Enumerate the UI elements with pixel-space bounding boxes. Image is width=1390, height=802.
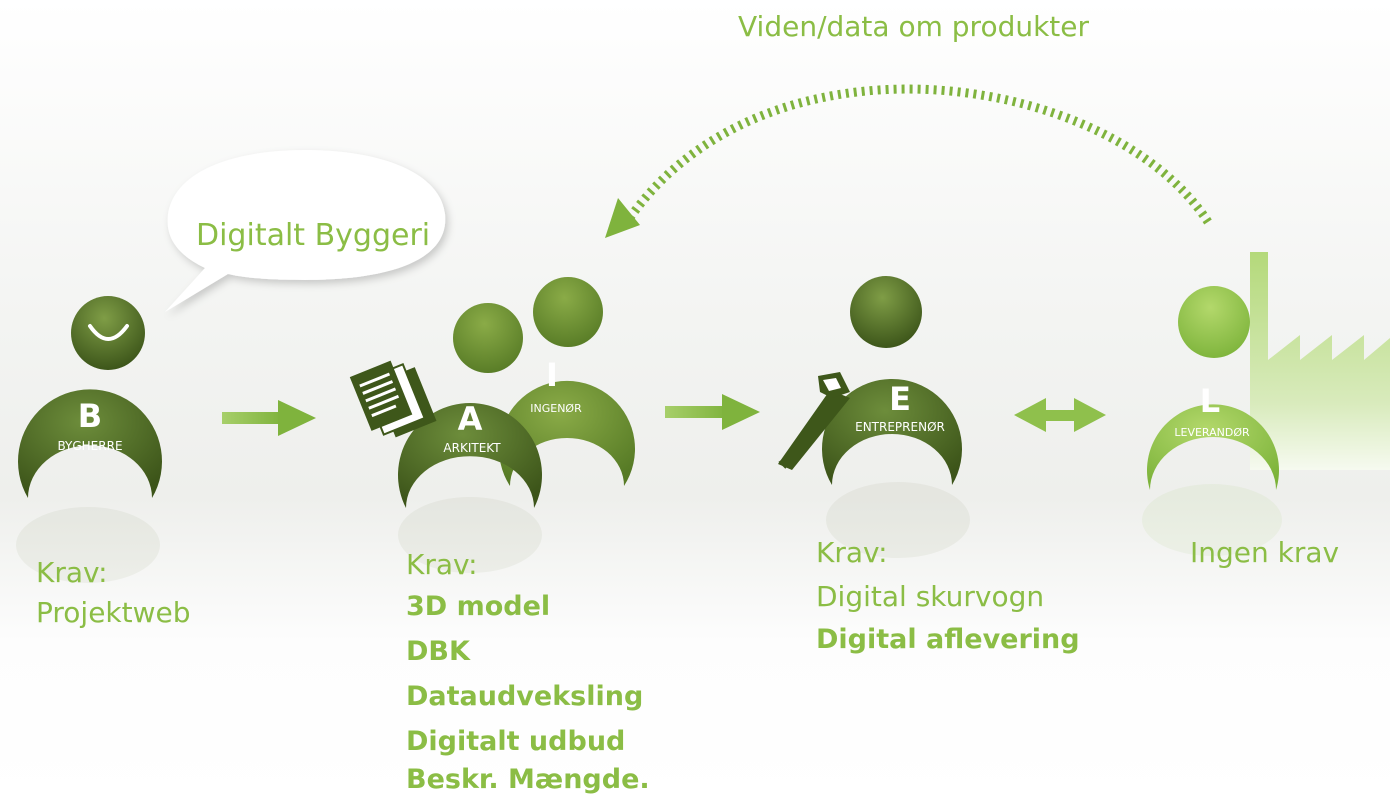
actor-entreprenor: [822, 276, 962, 485]
leverandor-krav-heading: Ingen krav: [1190, 536, 1340, 569]
arrow-arkitekt-to-entreprenor: [665, 394, 760, 430]
knowledge-flow-arrow: [605, 84, 1212, 238]
entreprenor-letter: E: [889, 380, 911, 418]
ingenor-body: [499, 380, 635, 486]
arrow-bygherre-to-arkitekt: [222, 400, 316, 436]
arkitekt-krav-item: Digitalt udbud: [406, 726, 626, 757]
entreprenor-body: [822, 378, 962, 485]
saw-icon: [778, 372, 850, 470]
arkitekt-head: [453, 303, 523, 373]
actor-bygherre: [17, 296, 162, 498]
leverandor-letter: L: [1200, 382, 1220, 420]
leverandor-head: [1178, 286, 1250, 358]
arkitekt-krav-item: Dataudveksling: [406, 681, 644, 712]
smile-icon: [88, 324, 129, 341]
entreprenor-krav-item: Digital aflevering: [816, 624, 1080, 655]
arkitekt-krav-item: DBK: [406, 636, 470, 667]
arrow-entreprenor-leverandor-bidirectional: [1014, 398, 1106, 432]
factory-icon: [1250, 252, 1390, 470]
entreprenor-krav-heading: Krav:: [816, 536, 888, 569]
ingenor-head: [533, 277, 603, 347]
ingenor-role-label: INGENØR: [530, 402, 582, 415]
actor-leverandor: [1147, 286, 1279, 490]
entreprenor-head: [850, 276, 922, 348]
entreprenor-role-label: ENTREPRENØR: [855, 420, 945, 434]
actor-arkitekt: [397, 303, 542, 508]
arkitekt-role-label: ARKITEKT: [443, 441, 501, 455]
arkitekt-krav-item: 3D model: [406, 591, 551, 622]
arkitekt-letter: A: [458, 400, 483, 438]
bygherre-krav-heading: Krav:: [36, 556, 108, 589]
arkitekt-krav-item: Beskr. Mængde.: [406, 764, 650, 795]
documents-icon: [349, 360, 437, 438]
bygherre-krav-item: Projektweb: [36, 596, 191, 629]
knowledge-flow-label: Viden/data om produkter: [738, 10, 1090, 43]
bygherre-role-label: BYGHERRE: [57, 439, 122, 453]
leverandor-role-label: LEVERANDØR: [1174, 426, 1250, 439]
bygherre-body: [17, 389, 162, 498]
arkitekt-body: [397, 403, 542, 508]
leverandor-body: [1147, 404, 1279, 490]
bygherre-head: [71, 296, 145, 370]
entreprenor-krav-item: Digital skurvogn: [816, 580, 1045, 613]
ingenor-letter: I: [546, 356, 558, 394]
speech-bubble-text: Digitalt Byggeri: [196, 218, 431, 253]
bygherre-letter: B: [78, 397, 102, 435]
arkitekt-krav-heading: Krav:: [406, 548, 478, 581]
speech-bubble: [165, 150, 446, 312]
actor-ingenor: [499, 277, 635, 486]
